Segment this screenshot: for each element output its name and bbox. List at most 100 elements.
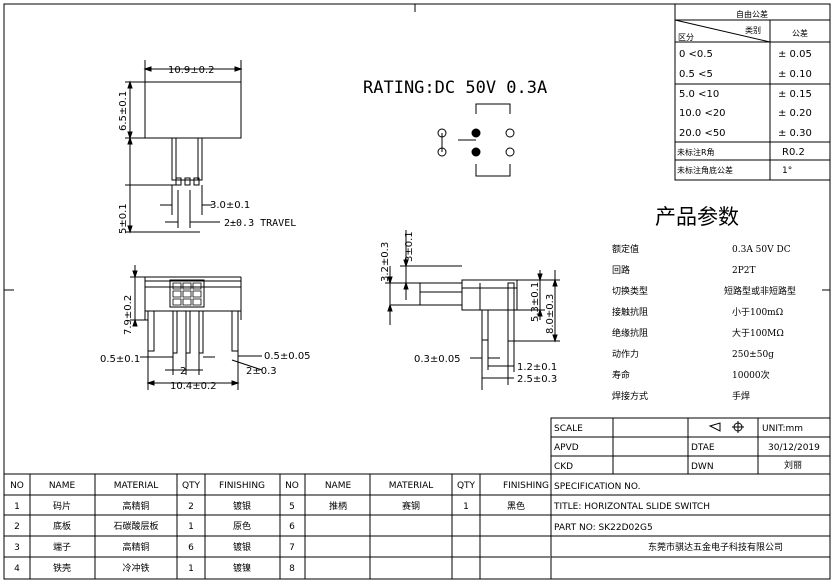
bom-header: FINISHING — [503, 481, 549, 491]
bom-cell: 2 — [188, 502, 194, 512]
side-view — [385, 230, 560, 390]
bom-cell: 端子 — [53, 541, 71, 553]
tol-value: ± 0.15 — [778, 89, 812, 100]
front-view — [130, 265, 262, 390]
tol-value: ± 0.20 — [778, 108, 812, 119]
tol-range: 0.5 <5 — [679, 69, 713, 80]
tol-r-value: R0.2 — [782, 147, 805, 158]
bom-cell: 底板 — [53, 520, 71, 532]
bom-cell: 8 — [289, 564, 295, 574]
params-list: 额定值 0.3A 50V DC 回路 2P2T 切换类型 短路型或非短路型 接触… — [612, 243, 796, 402]
tol-angle-value: 1° — [782, 166, 792, 176]
bom-cell: 1 — [188, 522, 194, 532]
bom-header: NO — [10, 481, 24, 491]
param-value: 短路型或非短路型 — [724, 285, 796, 297]
dim-r-p3: 2.5±0.3 — [517, 374, 557, 385]
tb-company: 东莞市骐达五金电子科技有限公司 — [648, 541, 783, 553]
bom-cell: 黑色 — [507, 500, 525, 512]
bom-cell: 高精铜 — [122, 500, 149, 512]
bom-cell: 铁壳 — [53, 562, 71, 574]
dim-base-w: 10.4±0.2 — [170, 381, 217, 392]
projection-symbol-icon — [710, 421, 744, 433]
bom-cell: 石碳酸层板 — [113, 520, 158, 532]
bom-cell: 冷冲铁 — [122, 562, 149, 574]
dim-pin-w: 0.5±0.1 — [100, 354, 140, 365]
param-label: 绝缘抗阻 — [612, 327, 648, 339]
dimension-labels: 10.9±0.2 6.5±0.1 3.0±0.1 2±0.3 TRAVEL 5±… — [100, 65, 557, 392]
bom-cell: 2 — [14, 522, 20, 532]
bom-header: MATERIAL — [114, 481, 159, 491]
dim-side-h: 5±0.1 — [118, 203, 129, 234]
tb-unit: UNIT:mm — [762, 424, 803, 434]
tb-drawer: 刘丽 — [784, 459, 802, 471]
param-label: 额定值 — [612, 243, 639, 255]
bom-header: MATERIAL — [389, 481, 434, 491]
bom-header: QTY — [457, 481, 476, 491]
param-value: 2P2T — [732, 266, 756, 276]
dim-r-h4: 8.0±0.3 — [545, 294, 556, 334]
tol-value: ± 0.10 — [778, 69, 812, 80]
param-label: 切换类型 — [612, 285, 648, 297]
bom-header: NO — [285, 481, 299, 491]
param-value: 手焊 — [732, 390, 750, 402]
bom-text: NO NAME MATERIAL QTY FINISHING NO NAME M… — [10, 481, 549, 491]
dim-top-height: 6.5±0.1 — [118, 91, 129, 131]
param-label: 回路 — [612, 264, 630, 276]
tol-header-category: 类别 — [745, 25, 761, 35]
tb-spec: SPECIFICATION NO. — [554, 482, 640, 492]
tb-part: PART NO: SK22D02G5 — [554, 523, 653, 533]
tol-value: ± 0.05 — [778, 49, 812, 60]
title-block-text: SCALE UNIT:mm APVD DTAE 30/12/2019 CKD D… — [553, 424, 820, 553]
bom-cell: 镀镍 — [233, 562, 251, 574]
bom-header: NAME — [325, 481, 352, 491]
tol-header-top: 自由公差 — [736, 9, 768, 19]
bom-cell: 赛钢 — [402, 500, 420, 512]
tb-scale: SCALE — [554, 424, 583, 434]
dim-r-h2: 3±0.1 — [404, 231, 415, 262]
param-value: 0.3A 50V DC — [732, 245, 791, 255]
bom-cell: 镀银 — [233, 541, 251, 553]
rating-text: RATING:DC 50V 0.3A — [363, 78, 547, 98]
dim-r-p2: 1.2±0.1 — [517, 362, 557, 373]
param-label: 寿命 — [612, 369, 630, 381]
tol-header-tolerance: 公差 — [792, 28, 808, 38]
bom-cell: 1 — [188, 564, 194, 574]
tb-dwn: DWN — [691, 462, 714, 472]
bom-header: NAME — [49, 481, 76, 491]
bom-cell: 5 — [289, 502, 295, 512]
tol-value: ± 0.30 — [778, 128, 812, 139]
param-value: 250±50g — [732, 350, 774, 360]
dim-r-h1: 3.2±0.3 — [380, 242, 391, 282]
tol-header-zone: 区分 — [678, 33, 694, 42]
tol-r-label: 未标注R角 — [677, 147, 715, 157]
tb-date: 30/12/2019 — [768, 443, 820, 453]
bom-cell: 高精铜 — [122, 541, 149, 553]
dim-top-width: 10.9±0.2 — [168, 65, 215, 76]
tol-rows: 0 <0.5 ± 0.05 0.5 <5 ± 0.10 5.0 <10 ± 0.… — [679, 49, 812, 139]
tb-apvd: APVD — [554, 443, 579, 453]
bom-cell: 镀银 — [233, 500, 251, 512]
dim-r-h3: 5.3±0.1 — [530, 282, 541, 322]
bom-cell: 1 — [463, 502, 469, 512]
bom-table-lines — [4, 474, 830, 579]
top-view — [125, 60, 241, 232]
tolerance-table-lines — [675, 4, 830, 180]
dim-travel: 2±0.3 TRAVEL — [224, 218, 296, 229]
bom-header: QTY — [182, 481, 201, 491]
param-value: 10000次 — [732, 369, 770, 381]
param-label: 焊接方式 — [612, 390, 648, 402]
param-value: 小于100mΩ — [732, 307, 783, 318]
bom-cell: 码片 — [53, 500, 71, 512]
dim-lever: 3.0±0.1 — [210, 200, 250, 211]
tol-range: 0 <0.5 — [679, 49, 713, 60]
tb-dtae: DTAE — [691, 443, 715, 453]
bom-cell: 1 — [14, 502, 20, 512]
tol-range: 5.0 <10 — [679, 89, 719, 100]
dim-pin-w2: 0.5±0.05 — [264, 351, 311, 362]
bom-cell: 推柄 — [329, 500, 347, 512]
params-title: 产品参数 — [655, 205, 739, 229]
bom-header: FINISHING — [219, 481, 265, 491]
bom-cell: 原色 — [233, 520, 251, 532]
